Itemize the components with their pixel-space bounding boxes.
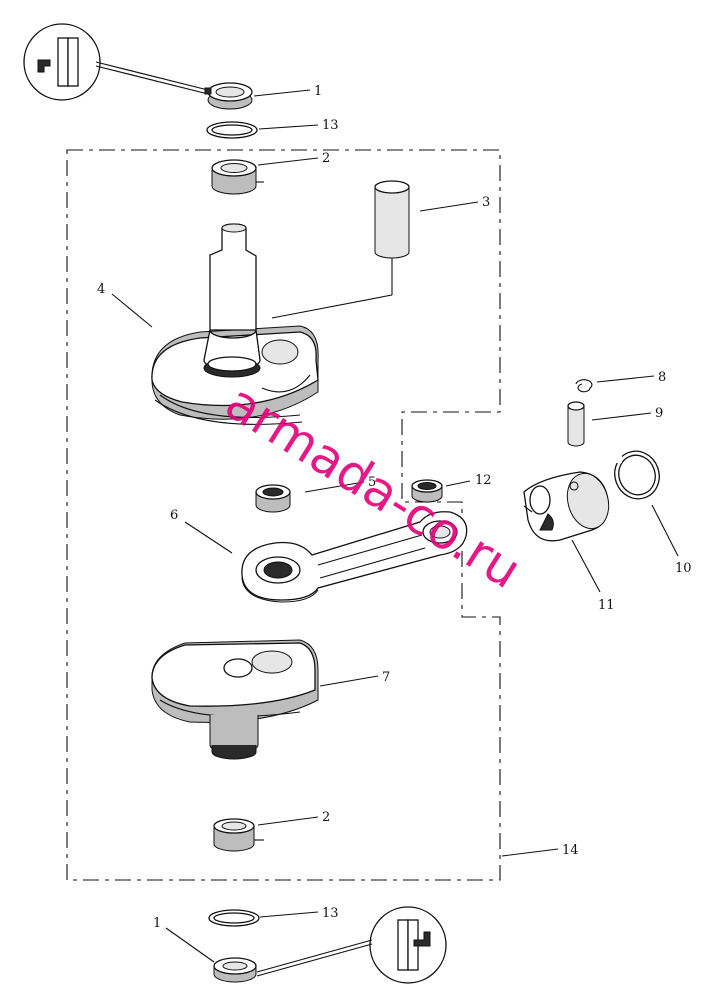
bearing-top	[211, 159, 264, 195]
crank-pin	[271, 180, 410, 319]
lower-crankshaft	[151, 639, 319, 760]
callout-7: 7	[382, 670, 390, 685]
assembly-boundary	[66, 149, 501, 881]
top-seal-detail-circle	[23, 23, 209, 101]
callout-5: 5	[368, 475, 376, 490]
piston-ring	[614, 450, 660, 500]
oil-seal-bottom	[213, 957, 257, 983]
piston-pin-circlip	[575, 379, 593, 393]
callout-8: 8	[658, 370, 666, 385]
connecting-rod	[241, 511, 468, 603]
upper-crankshaft	[151, 223, 319, 425]
callout-14: 14	[562, 843, 579, 858]
callout-4: 4	[97, 282, 105, 297]
bearing-bottom	[213, 818, 264, 852]
piston	[523, 471, 610, 542]
leader-lines	[111, 89, 679, 963]
callout-13-top: 13	[322, 118, 339, 133]
callout-10: 10	[675, 561, 692, 576]
oil-seal-top	[204, 82, 253, 110]
o-ring-bottom	[208, 909, 260, 927]
callout-12: 12	[475, 473, 492, 488]
callout-11: 11	[598, 598, 615, 613]
callout-3: 3	[482, 195, 490, 210]
needle-bearing-big-end	[255, 484, 291, 513]
callout-9: 9	[655, 406, 663, 421]
bottom-seal-detail-circle	[256, 906, 447, 984]
callout-6: 6	[170, 508, 178, 523]
o-ring-top	[206, 121, 258, 139]
piston-pin	[567, 401, 585, 447]
needle-bearing-small-end	[411, 479, 443, 503]
callout-13-bottom: 13	[322, 906, 339, 921]
callout-2-top: 2	[322, 151, 330, 166]
callout-2-bottom: 2	[322, 810, 330, 825]
callout-1-top: 1	[314, 84, 322, 99]
callout-1-bottom: 1	[153, 916, 161, 931]
